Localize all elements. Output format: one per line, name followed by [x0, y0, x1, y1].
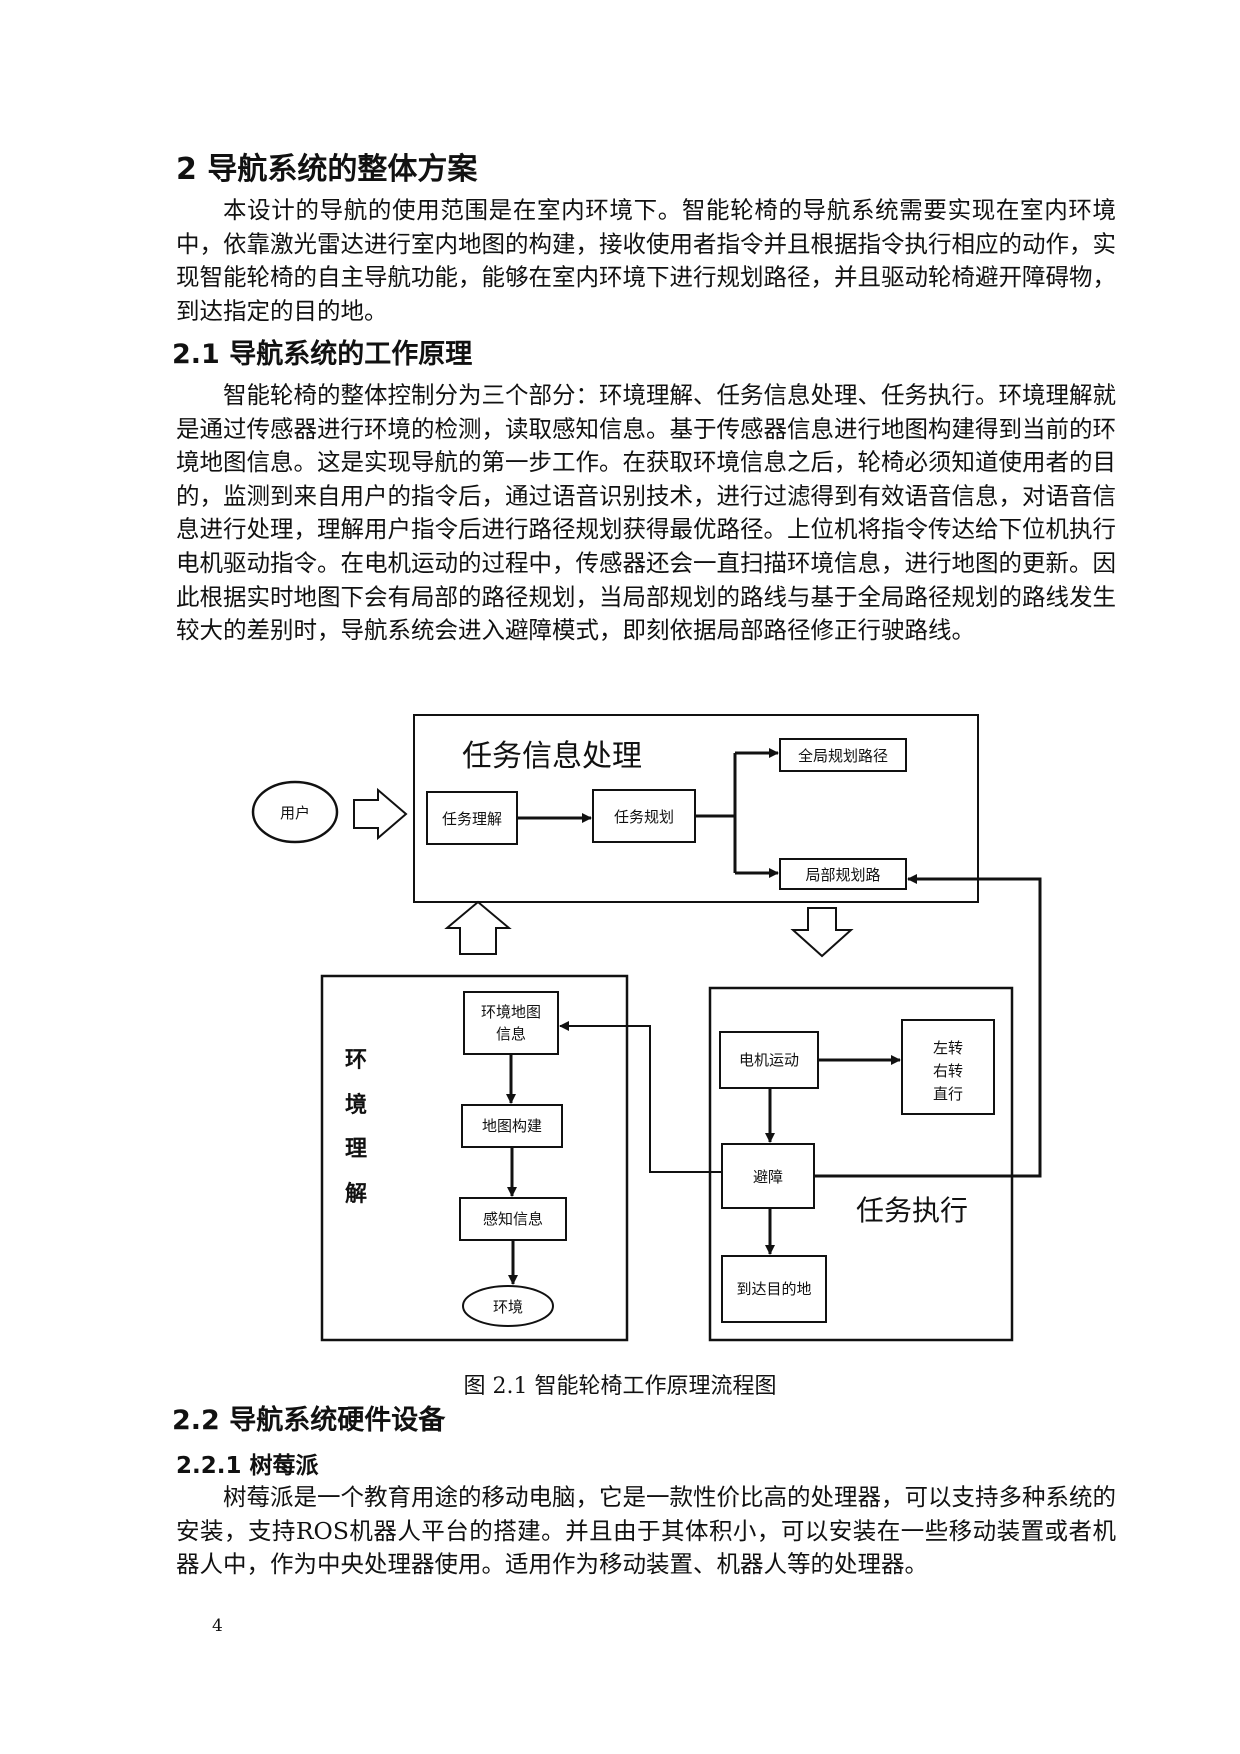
task-understanding-label: 任务理解 — [442, 810, 502, 828]
section-title-2-2: 2.2 导航系统硬件设备 — [172, 1405, 446, 1436]
arrive-box — [721, 1255, 827, 1323]
task-processing-title: 任务信息处理 — [462, 739, 642, 774]
arrow-avoid-to-local-path — [814, 874, 1042, 1178]
map-build-box — [461, 1104, 563, 1148]
local-path-box — [779, 858, 907, 890]
map-build-label: 地图构建 — [482, 1117, 542, 1135]
figure-caption: 图 2.1 智能轮椅工作原理流程图 — [463, 1374, 777, 1399]
env-map-info-label-line1: 环境地图 — [481, 1003, 541, 1021]
global-path-label: 全局规划路径 — [798, 747, 888, 765]
arrow-avoid-to-env-map — [559, 1021, 722, 1173]
turn-left-label: 左转 — [933, 1039, 963, 1057]
obstacle-avoid-label: 避障 — [753, 1168, 783, 1186]
global-path-box — [779, 738, 907, 772]
task-planning-label: 任务规划 — [614, 808, 674, 826]
env-map-info-box — [463, 991, 559, 1055]
arrive-label: 到达目的地 — [736, 1280, 811, 1298]
straight-label: 直行 — [933, 1085, 963, 1103]
task-execution-title: 任务执行 — [856, 1194, 968, 1227]
section-title-2-2-1: 2.2.1 树莓派 — [176, 1453, 319, 1479]
motor-motion-label: 电机运动 — [739, 1051, 799, 1069]
env-map-info-label-line2: 信息 — [496, 1025, 526, 1043]
turns-box — [901, 1019, 995, 1115]
obstacle-avoid-box — [721, 1143, 815, 1209]
task-planning-box — [592, 789, 696, 843]
user-input-arrow — [353, 787, 408, 841]
env-label-char-1: 环 — [345, 1048, 367, 1073]
env-to-task-arrow — [444, 900, 512, 955]
environment-node — [462, 1285, 554, 1327]
env-label-char-4: 解 — [345, 1181, 367, 1207]
section-title-2-1: 2.1 导航系统的工作原理 — [172, 339, 473, 370]
environment-label: 环境 — [493, 1298, 523, 1316]
task-to-execution-arrow — [790, 907, 854, 958]
task-processing-box — [413, 714, 979, 903]
paragraph-raspberry-pi: 树莓派是一个教育用途的移动电脑，它是一款性价比高的处理器，可以支持多种系统的安装… — [176, 1483, 1116, 1579]
motor-motion-box — [719, 1031, 819, 1089]
page-number: 4 — [212, 1616, 223, 1636]
paragraph-working-principle: 智能轮椅的整体控制分为三个部分：环境理解、任务信息处理、任务执行。环境理解就是通… — [176, 381, 1116, 645]
task-understanding-box — [426, 791, 518, 845]
user-label: 用户 — [280, 804, 310, 822]
perception-label: 感知信息 — [483, 1210, 543, 1228]
section-title-2: 2 导航系统的整体方案 — [176, 152, 478, 187]
env-label-char-3: 理 — [345, 1137, 367, 1162]
paragraph-intro: 本设计的导航的使用范围是在室内环境下。智能轮椅的导航系统需要实现在室内环境中，依… — [176, 196, 1116, 325]
perception-box — [459, 1197, 567, 1241]
turn-right-label: 右转 — [933, 1062, 963, 1080]
env-understanding-box — [320, 974, 629, 1342]
local-path-label: 局部规划路 — [805, 866, 880, 884]
task-execution-box — [708, 986, 1014, 1342]
env-label-char-2: 境 — [345, 1092, 367, 1118]
user-node — [251, 780, 339, 844]
